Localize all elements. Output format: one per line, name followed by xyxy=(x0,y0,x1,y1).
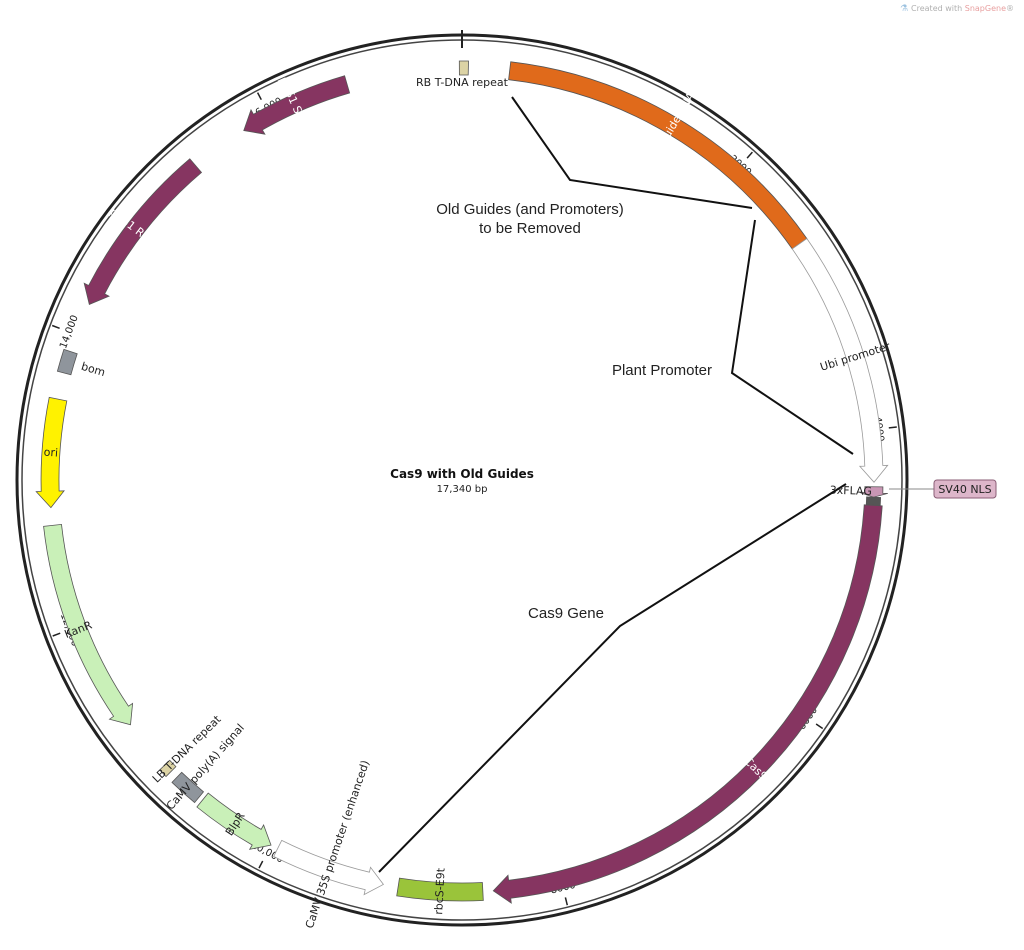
oldguide-label: Old Guide RNAs xyxy=(645,85,701,167)
plasmid-name: Cas9 with Old Guides xyxy=(390,467,534,481)
flask-icon: ⚗ xyxy=(899,4,909,14)
tick-mark xyxy=(888,426,897,429)
kanr-feature xyxy=(43,523,134,726)
bar-feature xyxy=(196,792,272,850)
stas-feature xyxy=(243,75,351,135)
old-guides-annotation-line-2: to be Removed xyxy=(479,220,581,237)
plasmid-backbone xyxy=(15,30,909,927)
tick-mark xyxy=(51,324,60,330)
credit-prefix: Created with xyxy=(911,4,965,13)
ori-feature xyxy=(35,396,68,509)
cas9-feature xyxy=(492,504,883,904)
plasmid-center: Cas9 with Old Guides 17,340 bp xyxy=(390,467,534,495)
old-guides-leader xyxy=(511,96,753,209)
repa-feature xyxy=(83,158,203,305)
credit-mark: ® xyxy=(1006,4,1014,13)
tick-mark xyxy=(815,723,824,730)
annotation-lines xyxy=(378,96,854,873)
credit-brand: SnapGene xyxy=(964,4,1006,13)
cas9-gene-annotation: Cas9 Gene xyxy=(528,605,604,622)
tick-mark xyxy=(746,151,753,159)
snapgene-credit: ⚗Created with SnapGene® xyxy=(900,4,1014,14)
polya-feature xyxy=(171,771,205,804)
flag-feature xyxy=(859,486,888,498)
sv40-nls-label: SV40 NLS xyxy=(938,483,991,496)
tick-mark xyxy=(52,632,61,637)
sv40-nls-badge xyxy=(933,479,997,499)
tick-mark xyxy=(256,92,262,101)
tick-mark xyxy=(258,860,264,869)
lb-feature xyxy=(159,759,177,778)
ori-label: ori xyxy=(43,446,58,460)
rbcs-label: rbcS-E9t xyxy=(432,867,447,915)
rb-feature xyxy=(458,60,469,76)
rbcs-feature xyxy=(396,877,484,902)
plant-promoter-leader xyxy=(730,219,854,455)
camv35s-label: CaMV 35S promoter (enhanced) xyxy=(303,759,372,931)
annotations: Old Guides (and Promoters) to be Removed… xyxy=(436,201,712,622)
feature-track xyxy=(35,60,889,904)
sv40-nls-callout: SV40 NLS xyxy=(889,479,997,499)
bom-label: bom xyxy=(80,360,107,379)
rb-label: RB T-DNA repeat xyxy=(416,76,509,89)
old-guides-annotation-line-1: Old Guides (and Promoters) xyxy=(436,201,624,218)
plant-promoter-annotation: Plant Promoter xyxy=(612,362,712,379)
tick-mark xyxy=(564,897,569,906)
cas9-gene-leader xyxy=(378,483,847,873)
plasmid-size: 17,340 bp xyxy=(437,484,488,495)
ubi-feature xyxy=(791,238,889,483)
tick-label: 14,000 xyxy=(58,314,81,351)
camv35s-feature xyxy=(273,839,385,896)
bom-feature xyxy=(56,348,78,376)
